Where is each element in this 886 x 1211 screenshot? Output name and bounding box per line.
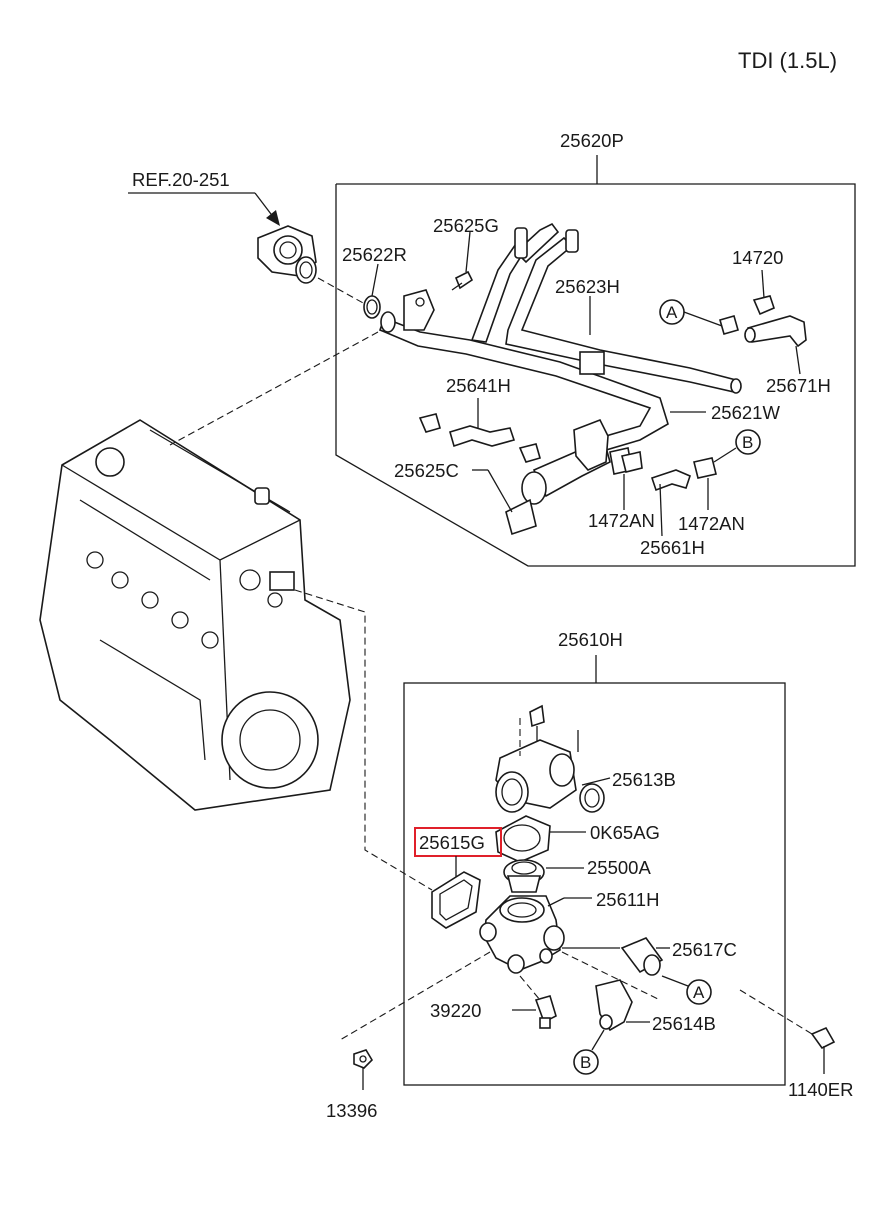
label-25500A: 25500A (587, 857, 651, 878)
label-1472AN-left: 1472AN (588, 510, 655, 531)
label-14720: 14720 (732, 247, 783, 268)
label-25614B: 25614B (652, 1013, 716, 1034)
ref-arrow-icon (266, 210, 280, 226)
clamp-1472AN-right: 1472AN (678, 457, 745, 534)
hose-25671H: 25671H (744, 315, 831, 396)
o-ring-25622R: 25622R (342, 244, 407, 319)
hose-25641H: 25641H (418, 375, 541, 463)
housing-25611H: 25611H (479, 889, 659, 974)
ref-label: REF.20-251 (132, 169, 230, 190)
label-25641H: 25641H (446, 375, 511, 396)
clamp-1472AN-left: 1472AN (588, 451, 655, 531)
nut-13396: 13396 (326, 1049, 377, 1121)
highlight-box (414, 827, 502, 857)
callout-b-lower-text: B (580, 1053, 591, 1072)
hose-25614B: 25614B (595, 979, 716, 1034)
sensor-39220: 39220 (430, 995, 557, 1029)
engine-block-illustration (39, 419, 351, 811)
housing-to-nut-dash (339, 951, 491, 1041)
callout-a-upper-text: A (666, 303, 678, 322)
callout-a-lower-text: A (693, 983, 705, 1002)
label-25611H: 25611H (596, 889, 659, 910)
callout-b-upper: B (713, 429, 761, 463)
hose-25661H: 25661H (640, 469, 705, 558)
callout-a-lower: A (661, 975, 712, 1005)
label-13396: 13396 (326, 1100, 377, 1121)
pipe-25617C: 25617C (562, 937, 737, 976)
label-0K65AG: 0K65AG (590, 822, 660, 843)
upper-assembly-group: 25620P (335, 130, 856, 567)
sensor-dash (519, 975, 541, 1001)
clamp-14720: 14720 (732, 247, 783, 316)
label-25621W: 25621W (711, 402, 780, 423)
engine-to-gasket-dash (294, 589, 433, 891)
label-39220: 39220 (430, 1000, 481, 1021)
label-25617C: 25617C (672, 939, 737, 960)
pipe-25623H-callout: 25623H (555, 276, 620, 335)
ref-reference: REF.20-251 (128, 169, 280, 226)
housing-cover-25613B: 25613B (495, 704, 676, 813)
housing-to-bolt-dash (739, 989, 813, 1035)
label-25613B: 25613B (612, 769, 676, 790)
ref-housing (257, 225, 317, 284)
pipe-25621W-callout: 25621W (670, 402, 780, 423)
page-title: TDI (1.5L) (738, 48, 837, 73)
bolt-25625G: 25625G (433, 215, 499, 291)
bolt-1140ER: 1140ER (788, 1026, 853, 1100)
engine-to-pipe-dash (169, 331, 379, 446)
lower-assembly-group: 25610H (403, 629, 786, 1086)
label-25625G: 25625G (433, 215, 499, 236)
ref-leader (254, 192, 275, 219)
upper-group-frame (335, 183, 856, 567)
water-pipe-assembly (379, 222, 742, 452)
thermostat-25500A: 25500A (503, 857, 651, 893)
label-1140ER: 1140ER (788, 1079, 853, 1100)
label-25625C: 25625C (394, 460, 459, 481)
highlighted-part-25615G[interactable]: 25615G (414, 827, 502, 878)
ref-dash-line (317, 277, 366, 305)
seal-ring-25615G (431, 871, 481, 929)
label-25623H: 25623H (555, 276, 620, 297)
label-25615G: 25615G (419, 832, 485, 853)
callout-b-upper-text: B (742, 433, 753, 452)
label-1472AN-right: 1472AN (678, 513, 745, 534)
lower-group-label: 25610H (558, 629, 623, 650)
lower-group-frame (403, 682, 786, 1086)
upper-group-label: 25620P (560, 130, 624, 151)
gasket-0K65AG: 0K65AG (495, 815, 660, 863)
label-25661H: 25661H (640, 537, 705, 558)
outlet-pipe-25625C: 25625C (394, 418, 633, 536)
pipe-dash (561, 951, 661, 1001)
label-25671H: 25671H (766, 375, 831, 396)
label-25622R: 25622R (342, 244, 407, 265)
callout-a-upper: A (659, 299, 739, 335)
callout-b-lower: B (573, 1029, 605, 1075)
